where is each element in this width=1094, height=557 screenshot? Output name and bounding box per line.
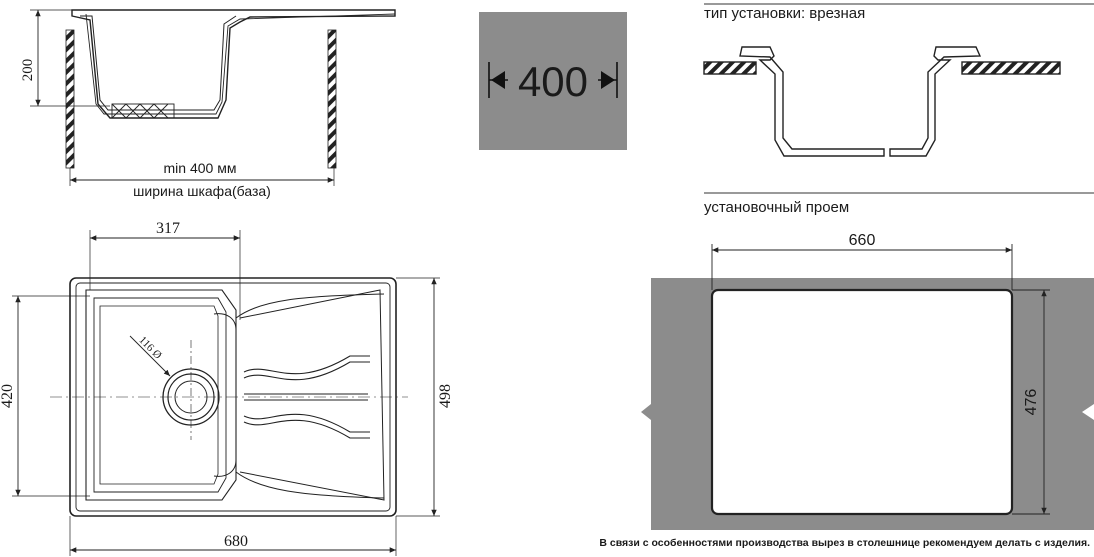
cabinet-400-badge xyxy=(479,12,627,150)
cutout-width-label: 660 xyxy=(849,232,876,249)
dim-420-label: 420 xyxy=(0,384,16,408)
height-200-label: 200 xyxy=(20,59,36,82)
cabinet-width-label: ширина шкафа(база) xyxy=(133,183,271,199)
cabinet-wall-left xyxy=(65,29,75,169)
install-type-label: тип установки: врезная xyxy=(704,5,865,22)
sink-plan-view xyxy=(12,230,440,556)
dim-498-label: 498 xyxy=(437,384,454,408)
sink-rim xyxy=(71,9,396,119)
flush-mount-section xyxy=(703,46,1061,157)
drain-box xyxy=(111,103,175,119)
cabinet-400-value: 400 xyxy=(518,58,588,105)
cutout-height-label: 476 xyxy=(1023,389,1040,416)
cabinet-wall-right xyxy=(327,29,337,169)
cutout-title: установочный проем xyxy=(704,199,849,216)
dim-317-label: 317 xyxy=(156,220,180,237)
min-width-label: min 400 мм xyxy=(164,160,237,176)
dim-680-label: 680 xyxy=(224,533,248,550)
cutout-diagram xyxy=(641,244,1094,530)
cutout-opening xyxy=(710,288,1014,516)
footnote: В связи с особенностями производства выр… xyxy=(599,537,1090,549)
drain-diameter-label: 116 Ø xyxy=(136,334,163,361)
side-section-view xyxy=(30,9,396,186)
